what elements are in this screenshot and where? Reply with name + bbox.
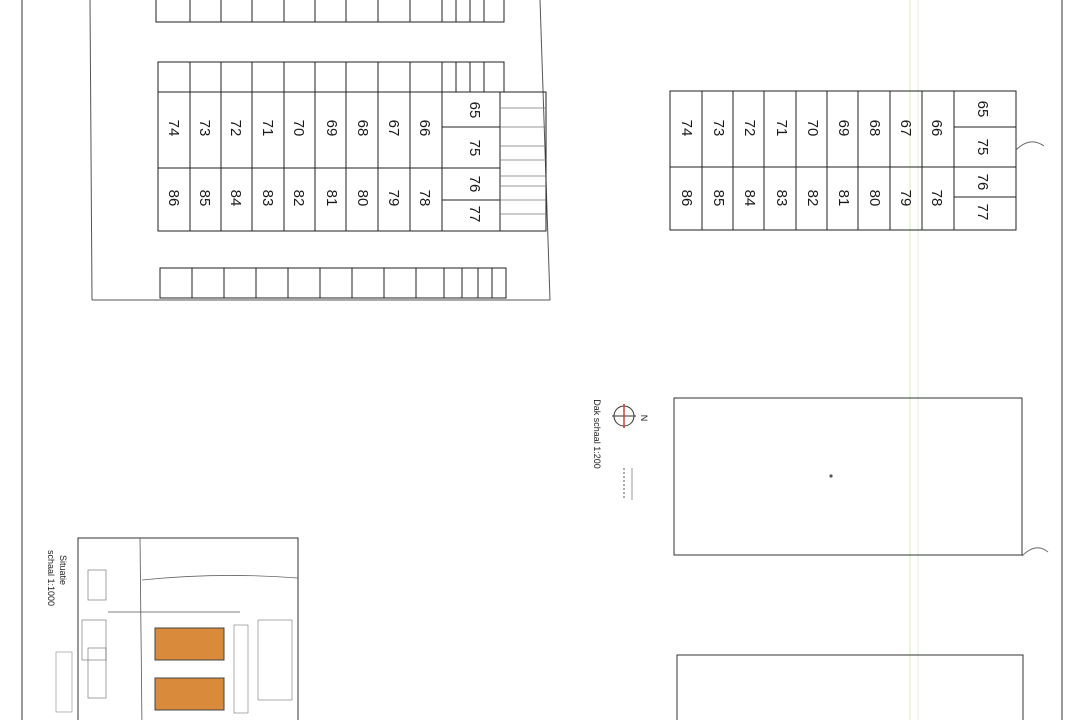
highlighted-building xyxy=(154,677,225,711)
north-label: N xyxy=(639,415,649,422)
unit-number: 72 xyxy=(227,120,244,137)
situation-scale: schaal 1:1000 xyxy=(46,550,56,606)
unit-number: 67 xyxy=(385,120,402,137)
unit-number: 66 xyxy=(416,120,433,137)
site-boundary xyxy=(539,0,551,301)
left-plan: 65 66 67 68 69 70 71 72 73 74 75 76 77 7… xyxy=(89,0,551,301)
lower-strip xyxy=(159,267,507,299)
top-strip xyxy=(155,0,505,23)
unit-number: 80 xyxy=(866,190,883,207)
unit-number: 79 xyxy=(897,190,914,207)
unit-number: 69 xyxy=(323,120,340,137)
scale-bar xyxy=(623,468,633,500)
unit-number: 67 xyxy=(897,120,914,137)
north-arrow: N xyxy=(612,404,649,428)
unit-number: 75 xyxy=(974,139,991,156)
unit-number: 84 xyxy=(227,190,244,207)
unit-number: 82 xyxy=(290,190,307,207)
unit-number: 86 xyxy=(678,190,695,207)
unit-number: 68 xyxy=(354,120,371,137)
unit-number: 81 xyxy=(835,190,852,207)
unit-number: 73 xyxy=(196,120,213,137)
middle-column-block xyxy=(441,91,547,232)
unit-number: 77 xyxy=(974,204,991,221)
unit-number: 76 xyxy=(466,176,483,193)
unit-number: 71 xyxy=(259,120,276,137)
map-building xyxy=(87,647,107,699)
unit-number: 78 xyxy=(928,190,945,207)
unit-number: 74 xyxy=(678,120,695,137)
site-boundary xyxy=(89,0,93,301)
unit-number: 71 xyxy=(773,120,790,137)
unit-number: 70 xyxy=(804,120,821,137)
unit-number: 68 xyxy=(866,120,883,137)
unit-number: 76 xyxy=(974,174,991,191)
unit-number: 75 xyxy=(466,140,483,157)
unit-number: 81 xyxy=(323,190,340,207)
unit-number: 70 xyxy=(290,120,307,137)
main-block xyxy=(157,91,443,232)
unit-number: 83 xyxy=(259,190,276,207)
unit-number: 85 xyxy=(710,190,727,207)
map-frame xyxy=(77,537,299,720)
right-plan: 65 66 67 68 69 70 71 72 73 74 75 76 77 7… xyxy=(669,90,1045,231)
unit-number: 74 xyxy=(165,120,182,137)
page-curl-mark xyxy=(1015,141,1045,151)
unit-number: 80 xyxy=(354,190,371,207)
situation-title: Situatie xyxy=(58,555,68,585)
page-curl-mark xyxy=(1021,547,1049,557)
unit-number: 72 xyxy=(741,120,758,137)
unit-number: 85 xyxy=(196,190,213,207)
map-building xyxy=(233,624,249,714)
map-building xyxy=(55,651,73,713)
unit-number: 69 xyxy=(835,120,852,137)
unit-number: 66 xyxy=(928,120,945,137)
map-road xyxy=(141,575,299,581)
unit-number: 65 xyxy=(974,101,991,118)
map-building xyxy=(257,619,293,701)
unit-number: 78 xyxy=(416,190,433,207)
roof-outline-lower xyxy=(676,654,1024,720)
map-road xyxy=(139,537,143,720)
unit-number: 79 xyxy=(385,190,402,207)
map-building xyxy=(81,619,107,661)
unit-number: 86 xyxy=(165,190,182,207)
unit-number: 84 xyxy=(741,190,758,207)
situation-map xyxy=(55,537,299,720)
main-block xyxy=(669,90,1017,231)
unit-number: 73 xyxy=(710,120,727,137)
unit-number: 82 xyxy=(804,190,821,207)
unit-number: 83 xyxy=(773,190,790,207)
upper-strip xyxy=(157,61,505,93)
roof-outline xyxy=(673,397,1023,556)
highlighted-building xyxy=(154,627,225,661)
roof-center-mark xyxy=(829,474,833,478)
roof-scale-label: Dak schaal 1:200 xyxy=(592,399,602,469)
unit-number: 77 xyxy=(466,206,483,223)
map-building xyxy=(87,569,107,601)
unit-number: 65 xyxy=(466,102,483,119)
